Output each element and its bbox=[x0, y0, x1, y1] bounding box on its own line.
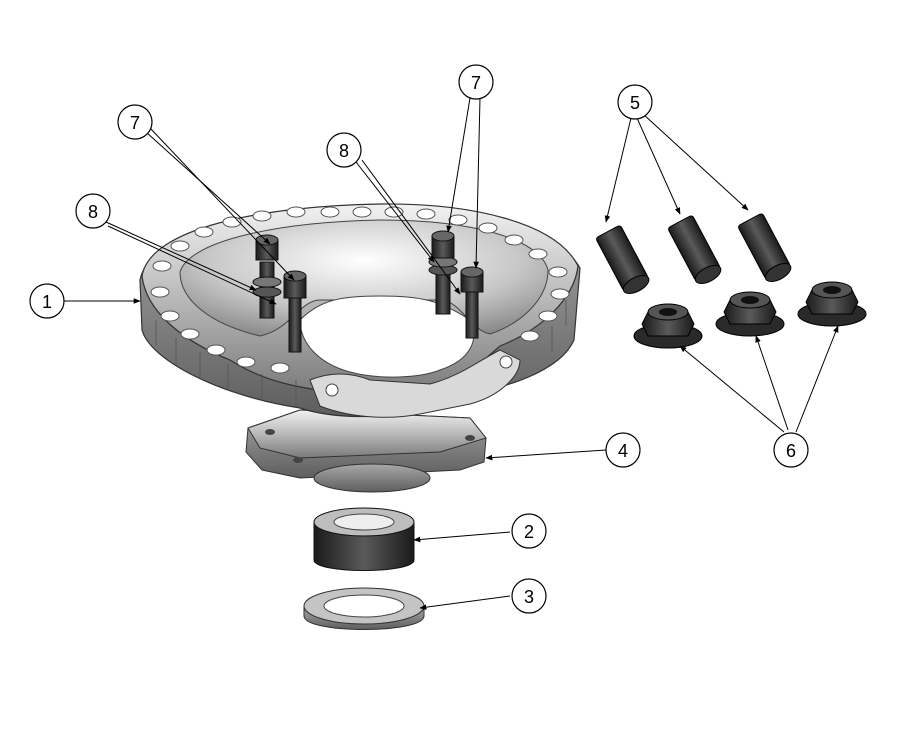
svg-text:7: 7 bbox=[130, 113, 140, 133]
spacer-ring-part bbox=[303, 587, 425, 630]
callout-8-right: 8 bbox=[326, 132, 362, 168]
callout-5: 5 bbox=[617, 84, 653, 120]
callout-7-left: 7 bbox=[117, 104, 153, 140]
callout-7-right: 7 bbox=[458, 64, 494, 100]
svg-text:3: 3 bbox=[524, 587, 534, 607]
flange-nut-group bbox=[633, 281, 867, 349]
callout-8-left: 8 bbox=[75, 193, 111, 229]
bushing-part bbox=[313, 507, 415, 571]
svg-text:5: 5 bbox=[630, 93, 640, 113]
svg-text:1: 1 bbox=[42, 292, 52, 312]
callout-4: 4 bbox=[605, 432, 641, 468]
svg-text:2: 2 bbox=[524, 522, 534, 542]
bolt-group-right bbox=[428, 230, 484, 339]
callout-3: 3 bbox=[511, 578, 547, 614]
svg-text:4: 4 bbox=[618, 441, 628, 461]
base-plate-part bbox=[245, 409, 487, 493]
svg-text:7: 7 bbox=[471, 73, 481, 93]
leader-lines bbox=[64, 97, 839, 610]
callout-6: 6 bbox=[773, 432, 809, 468]
callout-1: 1 bbox=[29, 283, 65, 319]
flange-ring-part bbox=[139, 203, 581, 418]
svg-text:6: 6 bbox=[786, 441, 796, 461]
callout-2: 2 bbox=[511, 513, 547, 549]
svg-text:8: 8 bbox=[88, 202, 98, 222]
svg-text:8: 8 bbox=[339, 141, 349, 161]
set-screw-group bbox=[596, 213, 792, 295]
